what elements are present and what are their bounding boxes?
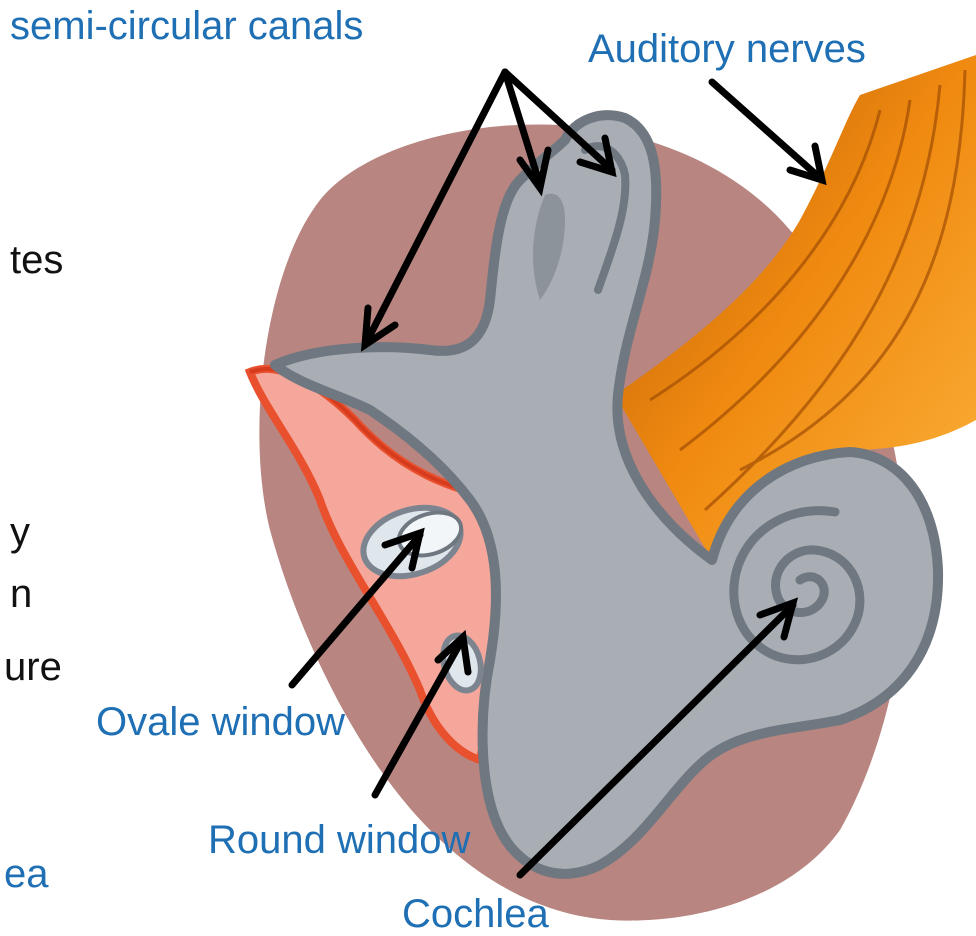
cut-text-4: ure — [4, 645, 62, 689]
cut-text-5: ea — [4, 852, 49, 896]
label-auditory-nerves: Auditory nerves — [588, 27, 866, 71]
arrow-auditory — [712, 82, 820, 178]
label-semicircular-canals: semi-circular canals — [10, 4, 363, 48]
label-cochlea: Cochlea — [402, 892, 549, 936]
cut-text-1: tes — [10, 238, 63, 282]
cut-text-3: n — [10, 572, 32, 616]
label-round-window: Round window — [208, 818, 470, 862]
label-ovale-window: Ovale window — [96, 700, 345, 744]
cut-text-2: y — [10, 510, 30, 554]
